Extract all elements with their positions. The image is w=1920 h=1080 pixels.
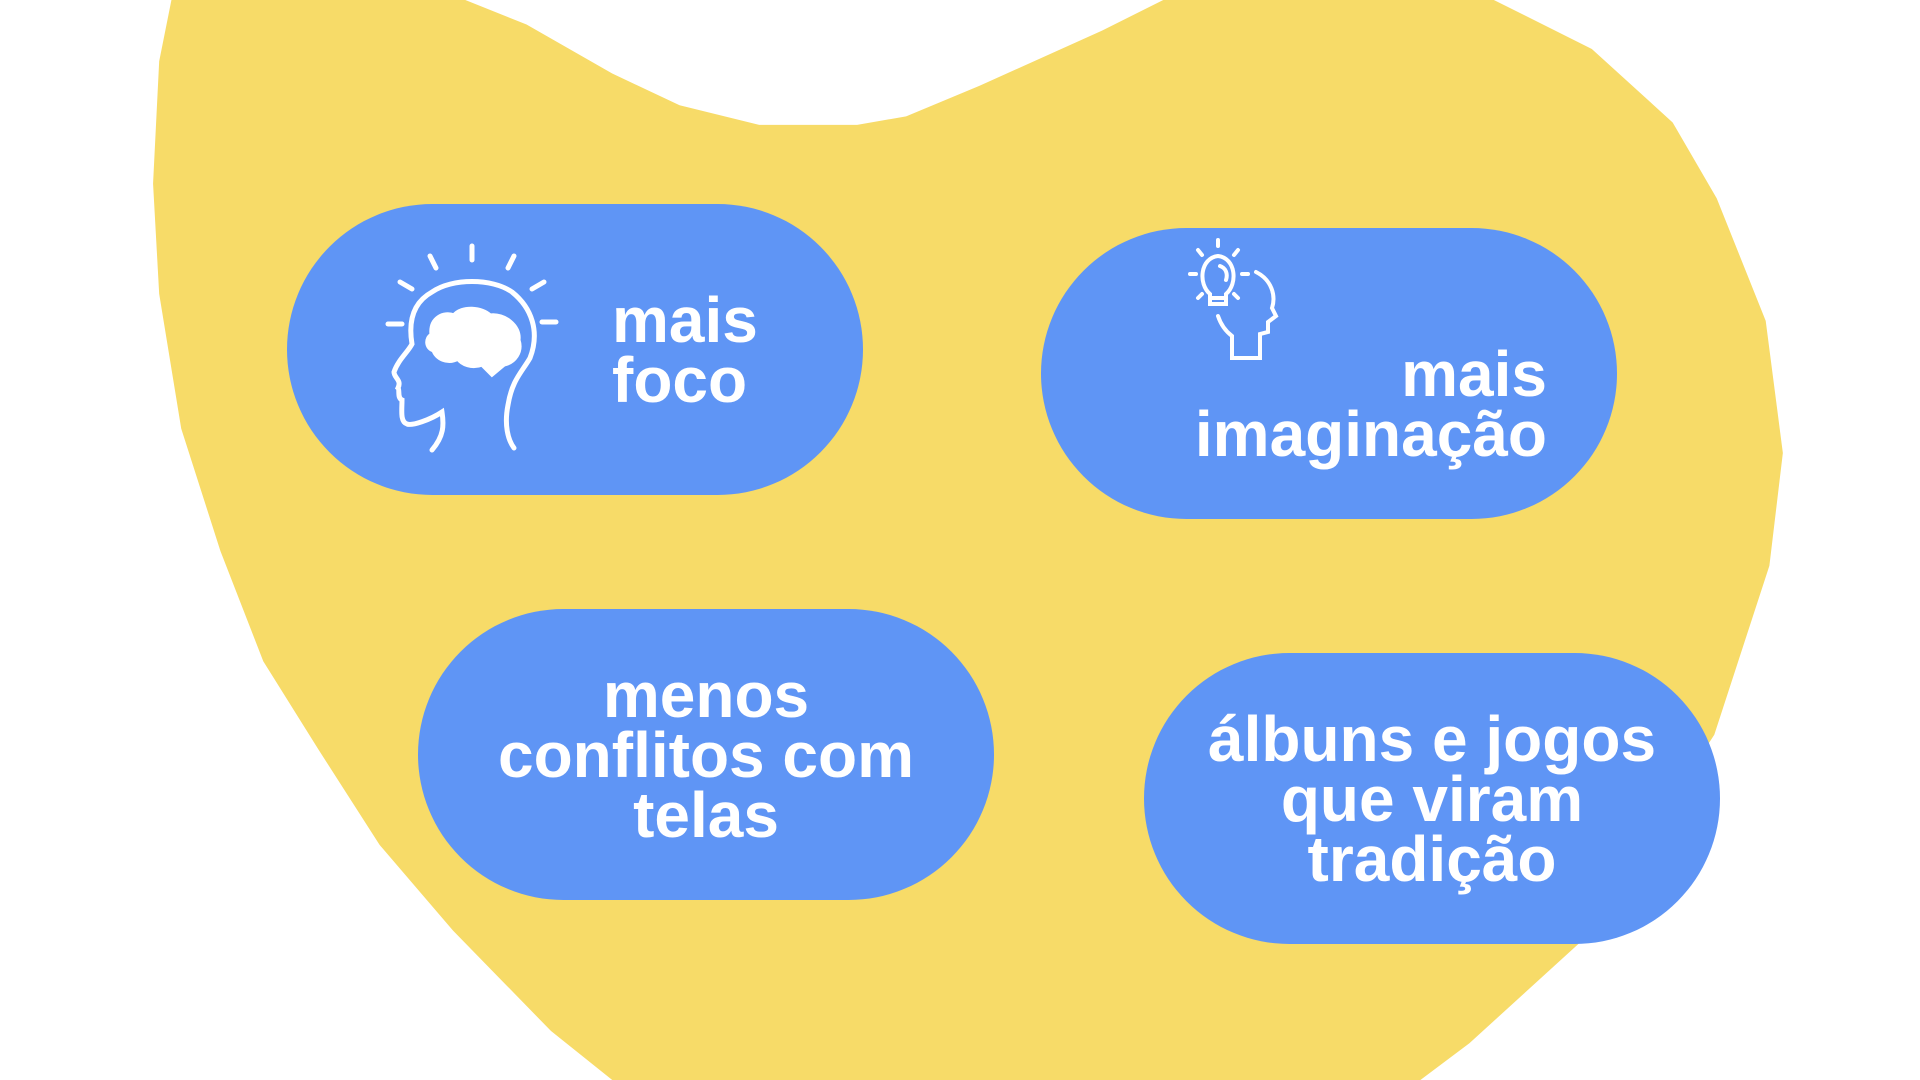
card-line: menos — [602, 658, 810, 731]
card-line: telas — [633, 778, 779, 851]
card-line: imaginação — [1194, 398, 1547, 470]
card-albuns-e-jogos: álbuns e jogos que viram tradição — [1144, 653, 1720, 944]
card-line: que viram — [1280, 762, 1584, 835]
card-line: mais — [612, 283, 758, 356]
card-line: foco — [612, 343, 748, 416]
card-line: álbuns e jogos — [1207, 702, 1657, 775]
card-line: conflitos com — [497, 718, 915, 791]
lightbulb-head-icon — [1188, 238, 1279, 360]
card-menos-conflitos: menos conflitos com telas — [418, 609, 994, 900]
card-mais-foco: mais foco — [287, 204, 863, 495]
card-line: tradição — [1307, 822, 1557, 895]
brain-head-icon — [385, 243, 559, 453]
card-mais-imaginacao: mais imaginação — [1041, 228, 1617, 519]
card-line: mais — [1401, 338, 1547, 410]
